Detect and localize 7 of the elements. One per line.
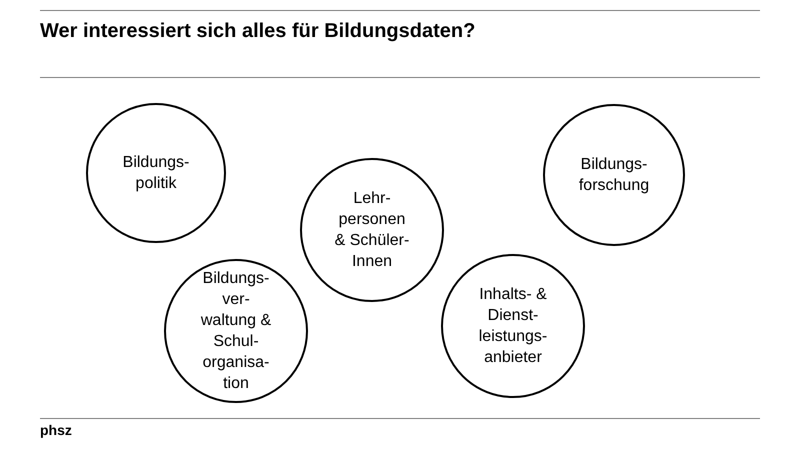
title: Wer interessiert sich alles für Bildungsdaten? [40,19,476,44]
circle-label: Bildungs- ver- waltung & Schul- organisa- tion [200,269,272,394]
circle-label: Bildungs- politik [122,153,190,194]
circle-label: Lehr- personen & Schüler- Innen [334,189,410,272]
circle-label: Inhalts- & Dienst- leistungs- anbieter [478,285,548,368]
footer-text: phsz [40,421,72,439]
circle-label: Bildungs- forschung [578,155,650,196]
